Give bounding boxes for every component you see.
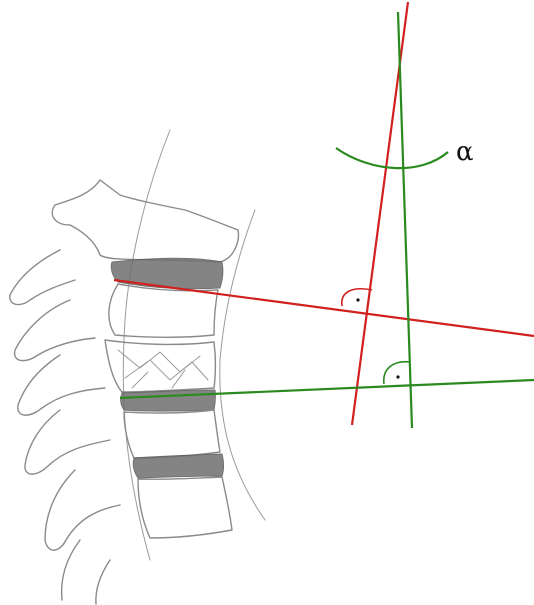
process-third	[18, 355, 105, 415]
middle-disc	[121, 390, 216, 411]
green-lines	[120, 12, 534, 428]
process-top	[10, 250, 75, 305]
process-fifth	[45, 470, 120, 550]
upper-endplate-red-line	[114, 280, 534, 336]
lower-disc	[133, 454, 223, 478]
green-perpendicular-line	[398, 12, 412, 428]
process-bottom	[62, 540, 110, 604]
vertebra-top	[52, 180, 238, 262]
green-right-angle-marker	[384, 362, 410, 384]
vertebra-fifth	[138, 477, 232, 538]
cervical-spine-sketch	[10, 130, 265, 604]
process-second	[15, 300, 95, 361]
fractured-vertebra	[105, 340, 216, 392]
green-right-angle-dot	[396, 375, 399, 378]
upper-disc	[111, 258, 223, 289]
red-lines	[114, 2, 534, 425]
process-fourth	[25, 410, 110, 474]
red-right-angle-dot	[356, 298, 359, 301]
anterior-contour	[220, 210, 265, 520]
angle-label: α	[456, 137, 474, 167]
fracture-lines	[118, 350, 208, 388]
lower-endplate-green-line	[120, 380, 534, 398]
angle-arc	[336, 148, 448, 168]
vertebra-fourth	[124, 410, 220, 458]
